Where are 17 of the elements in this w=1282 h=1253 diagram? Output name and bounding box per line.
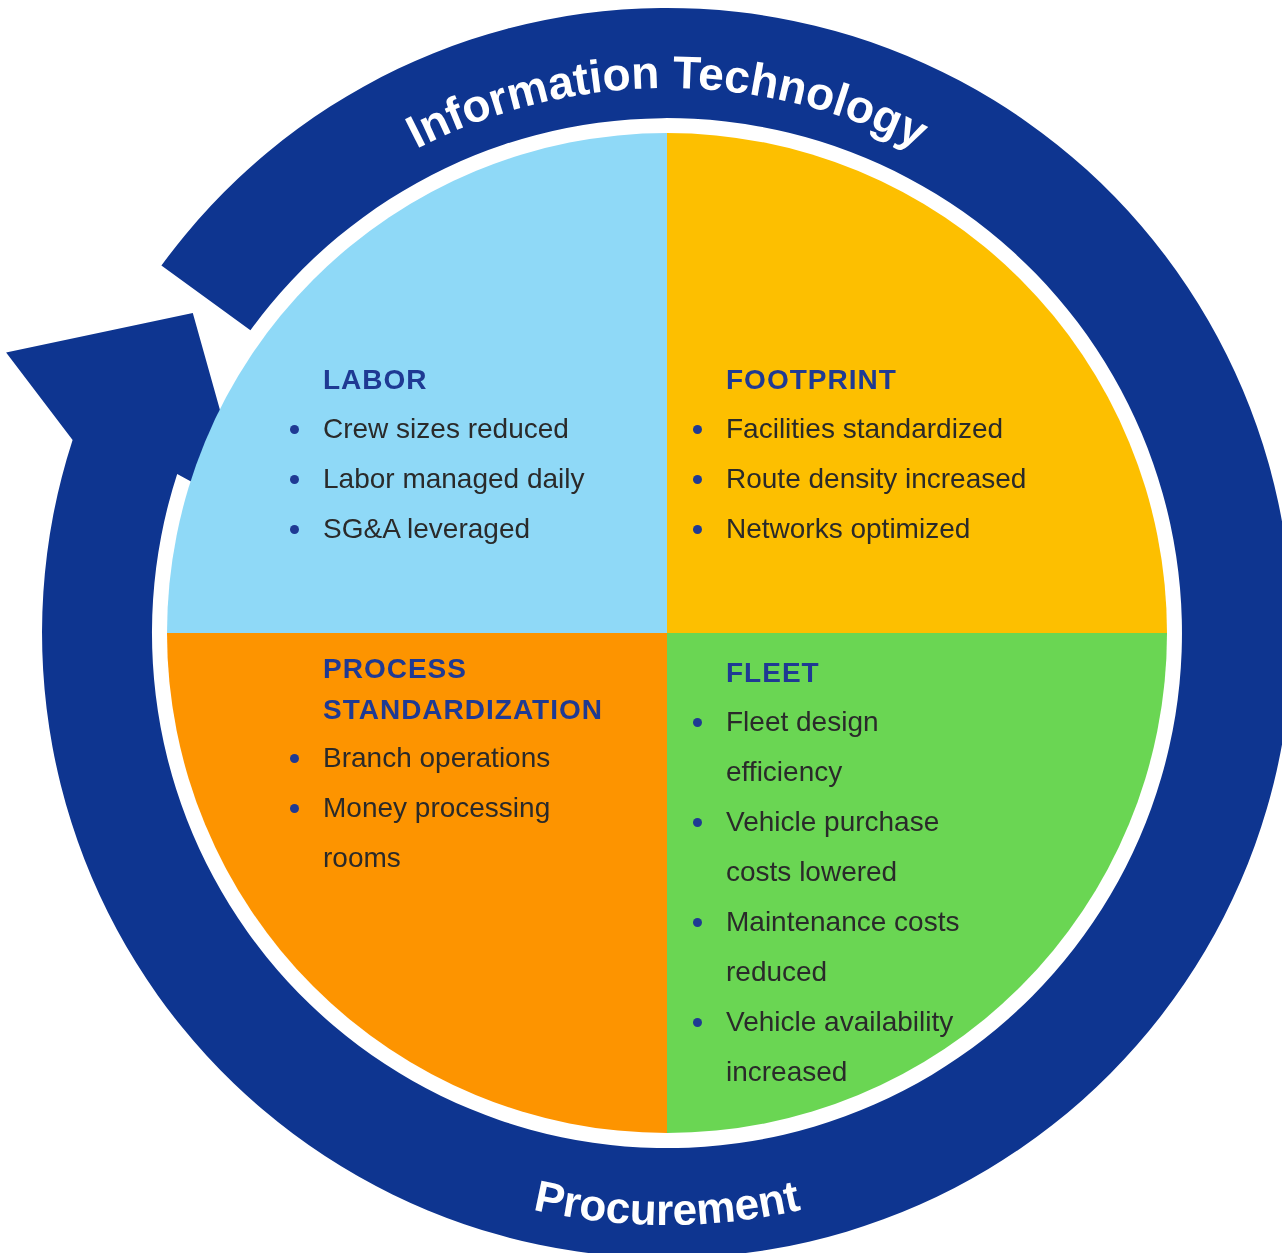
bullet-item: Labor managed daily	[323, 462, 585, 496]
bullet-item: Maintenance costs reduced	[726, 905, 961, 989]
bullet-item: Route density increased	[726, 462, 1027, 496]
bullet-item: SG&A leveraged	[323, 512, 531, 546]
bullet-item: Money processing rooms	[323, 791, 552, 875]
bullet-item: Networks optimized	[726, 512, 971, 546]
section-heading: FLEET	[726, 656, 821, 690]
section-heading: LABOR	[323, 363, 429, 397]
bullet-item: Crew sizes reduced	[323, 412, 569, 446]
section-heading: PROCESS STANDARDIZATION	[323, 652, 604, 727]
bullet-item: Fleet design efficiency	[726, 705, 880, 789]
bullet-item: Branch operations	[323, 741, 551, 775]
bullet-item: Facilities standardized	[726, 412, 1004, 446]
bullet-item: Vehicle purchase costs lowered	[726, 805, 941, 889]
bullet-item: Vehicle availability increased	[726, 1005, 955, 1089]
ring-label: Procurement	[530, 1170, 804, 1235]
section-heading: FOOTPRINT	[726, 363, 898, 397]
